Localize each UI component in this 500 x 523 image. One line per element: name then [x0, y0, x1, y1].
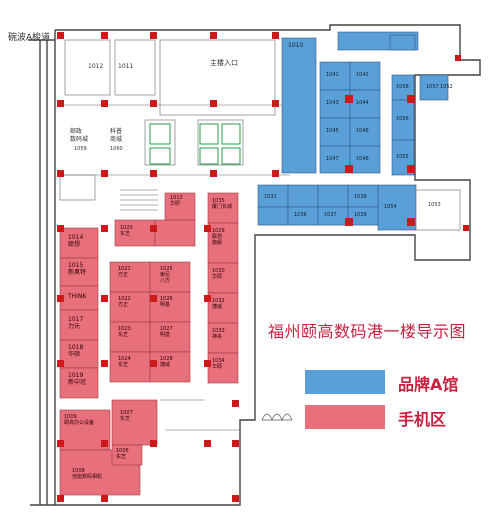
b-1039: 1039	[354, 212, 367, 218]
p-1009: 1009 颐高办公设备	[64, 414, 95, 426]
b-1047: 1047	[326, 156, 339, 162]
b-1056: 1056	[396, 116, 409, 122]
p-1020: 1020 东芝	[120, 225, 133, 237]
p-1034: 1034 华硕	[212, 358, 225, 370]
b-1042: 1042	[356, 72, 369, 78]
p-1013: 1013 华研	[170, 195, 183, 207]
p-1035: 1035 厦门长城	[212, 198, 233, 210]
street-label: 碗波A梭道	[8, 33, 51, 43]
p-1019: 1019 新中冠	[68, 372, 87, 386]
legend-label-brand: 品牌A馆	[398, 375, 459, 394]
p-1023: 1023 东芝	[118, 326, 131, 338]
b-1053: 1053	[428, 202, 441, 208]
tele-mall-no: 1059	[74, 146, 87, 152]
p-1022: 1022 方正	[118, 296, 131, 308]
b-1045: 1045	[326, 128, 339, 134]
b-1037: 1037	[324, 212, 337, 218]
p-1018: 1018 华硕	[68, 344, 84, 358]
b-1031: 1031	[264, 194, 277, 200]
p-1021: 1021 方正	[118, 266, 131, 278]
b-1041: 1041	[326, 72, 339, 78]
p-1024: 1024 东芝	[118, 356, 131, 368]
legend-label-phone: 手机区	[398, 410, 447, 429]
interior-lines	[59, 39, 461, 431]
pink-zone	[59, 192, 239, 496]
p-1033: 1033 神舟	[212, 328, 225, 340]
b-1055: 1055	[396, 154, 409, 160]
tele-mall-label: 邮政 数码城	[70, 128, 89, 143]
p-1027: 1027 明基	[160, 326, 173, 338]
b-1058: 1058	[396, 84, 409, 90]
stair-fixture	[261, 413, 293, 421]
p-1006: 1006 东芝	[116, 448, 129, 460]
b-1044: 1044	[356, 100, 369, 106]
legend-swatch-phone	[305, 405, 385, 429]
p-1029: 1029 联想 旗舰	[212, 228, 225, 246]
b-1038: 1038	[354, 194, 367, 200]
entrance-label: 主楼入口	[210, 59, 238, 67]
map-title: 福州颐高数码港一楼导示图	[268, 322, 467, 341]
blue-zone	[257, 31, 449, 231]
shop-1012-label: 1012	[88, 63, 104, 70]
p-1014: 1014 联想	[68, 234, 84, 248]
p-1032: 1032 捷威	[212, 298, 225, 310]
building-outline	[28, 24, 481, 506]
elevators	[149, 123, 241, 165]
p-1007: 1007 东芝	[120, 410, 133, 422]
b-1057: 1057	[426, 84, 439, 90]
legend-swatch-brand	[305, 370, 385, 394]
columns	[57, 32, 469, 502]
p-1017: 1017 力元	[68, 316, 84, 330]
shop-1011-label: 1011	[118, 63, 134, 70]
b-1054: 1054	[384, 204, 397, 210]
p-1016: THINK	[68, 293, 87, 300]
tech-store-label: 科普 商城	[110, 128, 123, 143]
p-1015: 1015 新奥特	[68, 262, 87, 276]
p-1008: 1008 佳能数码相机	[72, 468, 103, 480]
b-1043: 1043	[326, 100, 339, 106]
b-1052: 1052	[440, 84, 453, 90]
p-1030: 1030 华硕	[212, 268, 225, 280]
b-1048: 1048	[356, 156, 369, 162]
p-1025: 1025 索尼 八方	[160, 266, 173, 284]
shop-1010-label: 1010	[288, 42, 304, 49]
b-1036: 1036	[294, 212, 307, 218]
tech-store-no: 1060	[110, 146, 123, 152]
b-1046: 1046	[356, 128, 369, 134]
p-1026: 1026 明基	[160, 296, 173, 308]
p-1028: 1028 捷威	[160, 356, 173, 368]
